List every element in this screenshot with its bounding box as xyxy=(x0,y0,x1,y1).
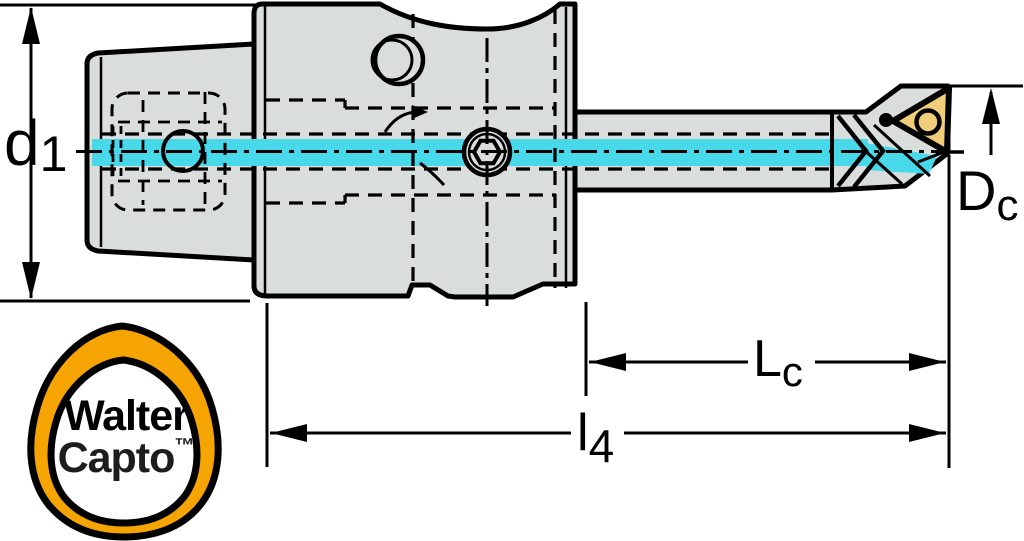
label-d1: d1 xyxy=(4,107,67,182)
insert-hole xyxy=(914,108,942,136)
hidden-lines xyxy=(102,10,833,288)
dimension-dc: Dc xyxy=(936,84,1023,468)
logo-word-capto: Capto™ xyxy=(58,434,195,482)
dimension-d1: d1 xyxy=(0,3,256,303)
chevron-2 xyxy=(852,113,886,189)
arrow-up xyxy=(22,7,40,44)
dimension-lc: Lc xyxy=(584,302,946,396)
label-lc: Lc xyxy=(753,330,803,395)
hex-socket xyxy=(471,138,503,166)
cutter-head xyxy=(860,85,952,186)
arrow-down xyxy=(22,262,40,299)
walter-capto-logo: Walter Capto™ xyxy=(27,322,222,541)
arrow-right xyxy=(909,424,945,442)
insert-screw xyxy=(879,113,893,127)
label-l4: l4 xyxy=(577,404,614,472)
logo-inner-face xyxy=(47,356,201,527)
logo-word-walter: Walter xyxy=(64,392,189,440)
centerline xyxy=(76,38,948,306)
arrow-left xyxy=(271,424,307,442)
label-dc: Dc xyxy=(956,159,1018,230)
arrow-left xyxy=(590,353,626,371)
arrow-up xyxy=(982,88,1000,124)
dimension-l4: l4 xyxy=(265,303,946,472)
flange-hole xyxy=(370,33,426,87)
cutting-insert xyxy=(890,85,952,155)
arrow-right xyxy=(909,353,945,371)
trademark-symbol: ™ xyxy=(174,435,194,457)
